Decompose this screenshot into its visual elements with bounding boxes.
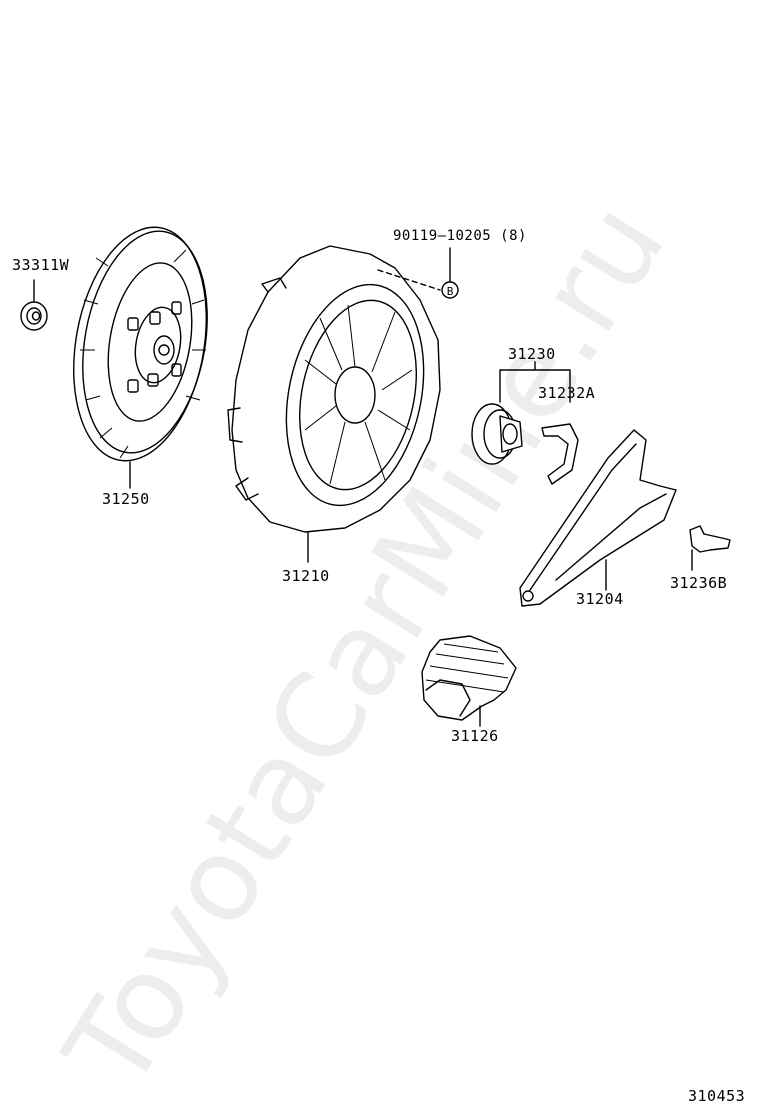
label-31204: 31204 bbox=[576, 590, 624, 608]
label-31232A: 31232A bbox=[538, 384, 596, 402]
release-fork-drawing bbox=[519, 429, 677, 607]
label-31210: 31210 bbox=[282, 567, 330, 585]
label-33311W: 33311W bbox=[12, 256, 70, 274]
label-31126: 31126 bbox=[451, 727, 499, 745]
release-bearing-drawing bbox=[471, 361, 579, 485]
label-31230: 31230 bbox=[508, 345, 556, 363]
pivot-drawing bbox=[689, 525, 731, 571]
label-90119-10205: 90119—10205 (8) bbox=[393, 228, 527, 244]
clutch-cover-drawing bbox=[227, 245, 441, 563]
clutch-disc-drawing bbox=[73, 226, 208, 489]
bolt-marker bbox=[441, 247, 459, 299]
label-31236B: 31236B bbox=[670, 574, 728, 592]
pilot-bearing-drawing bbox=[20, 279, 48, 331]
bolt-marker-letter: B bbox=[447, 285, 454, 298]
boot-drawing bbox=[421, 635, 517, 727]
label-31250: 31250 bbox=[102, 490, 150, 508]
figure-code: 310453 bbox=[688, 1087, 746, 1105]
